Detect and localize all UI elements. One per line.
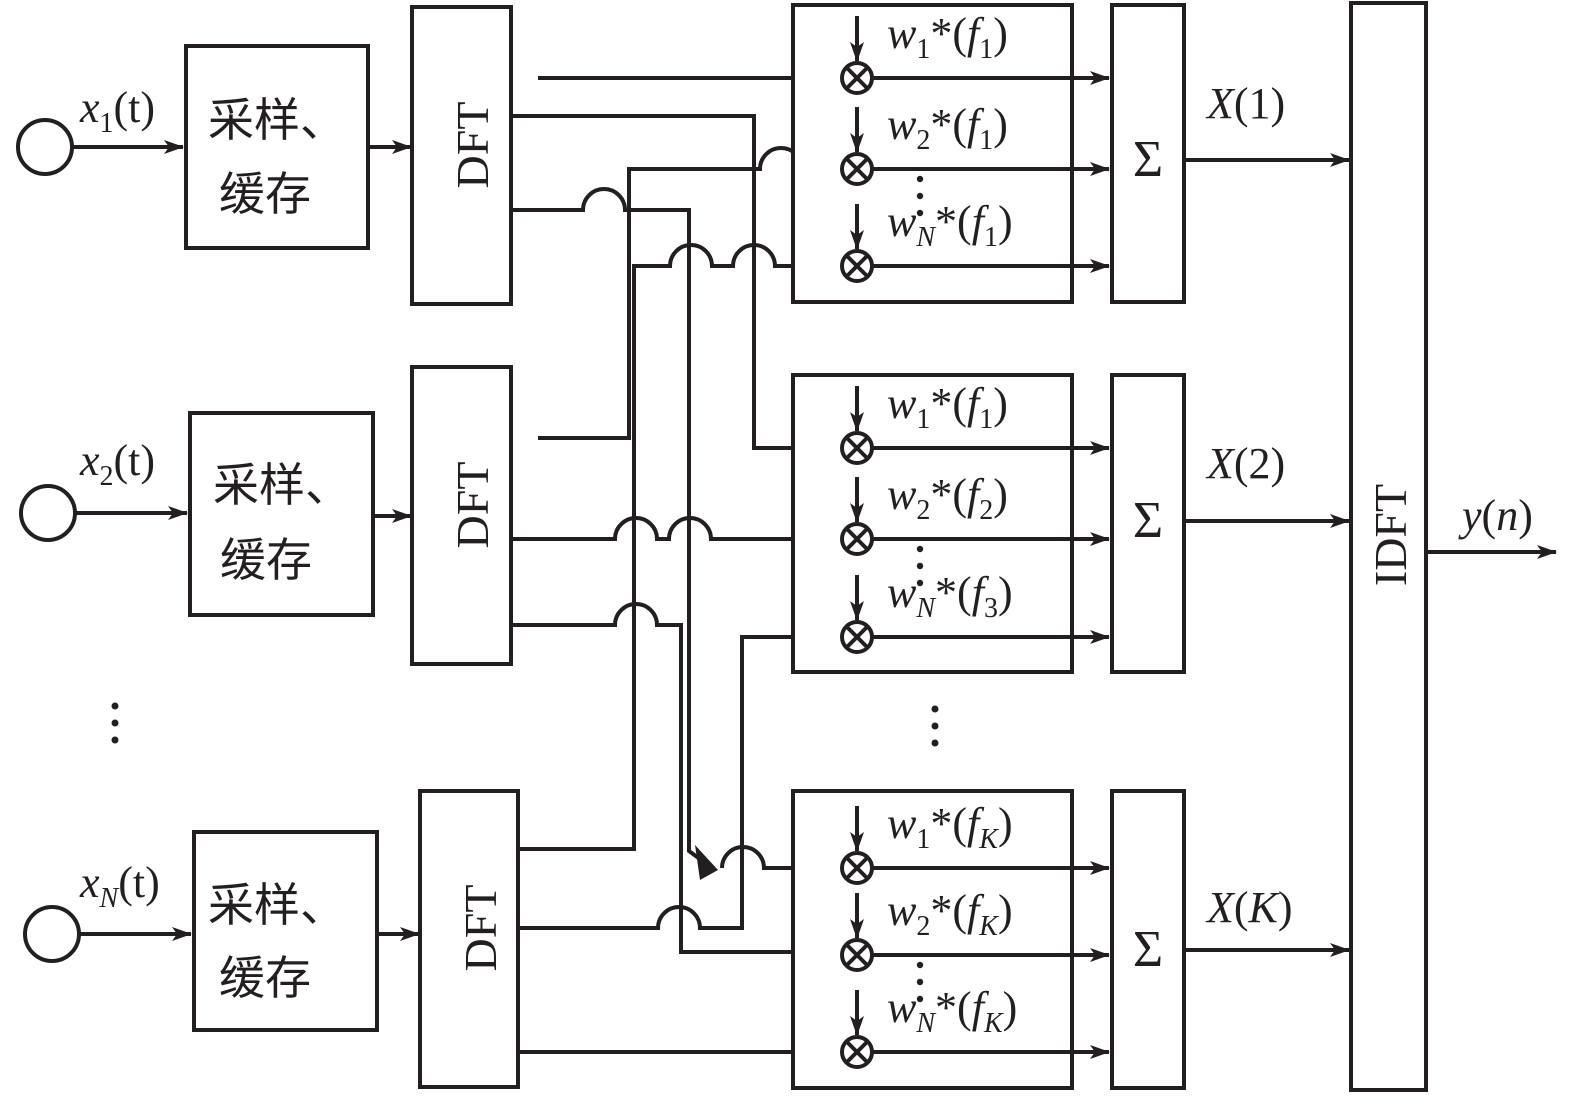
multiplier-cross	[845, 1040, 869, 1064]
sampler-label-na: 采样、	[208, 878, 346, 932]
wire-ch1-bin2	[511, 114, 841, 455]
dft-block-n	[418, 789, 520, 1089]
row-ellipsis-dot	[916, 562, 924, 570]
signal-label-1: x1(t)	[79, 83, 155, 139]
channel-n: xN(t) 采样、 缓存 DFT	[23, 789, 520, 1089]
channel-2: x2(t) 采样、 缓存 DFT	[19, 365, 513, 666]
wire-chN-bin1	[518, 243, 841, 851]
idft-block	[1349, 1, 1428, 1092]
sampler-block-n	[192, 830, 379, 1032]
weight-label: w2*(f2)	[887, 470, 1008, 526]
idft-stage: IDFT y(n)	[1349, 1, 1557, 1092]
weight-block-3	[791, 789, 1074, 1090]
dft-block-1	[410, 5, 513, 306]
sampler-label-2a: 采样、	[213, 458, 351, 512]
multiplier-cross	[845, 943, 869, 967]
row-ellipsis-dot	[916, 545, 924, 553]
sum-block-3	[1110, 789, 1186, 1090]
weight-block-1	[791, 3, 1074, 304]
sensor-n-icon	[23, 905, 81, 963]
sum-block-2	[1110, 373, 1186, 674]
wire-ch2-bin2	[511, 516, 841, 546]
weight-label: wN*(f1)	[887, 197, 1013, 253]
multiplier-cross	[845, 66, 869, 90]
multiplier-cross	[845, 436, 869, 460]
output-label: y(n)	[1458, 491, 1533, 540]
dft-label-1: DFT	[447, 102, 498, 189]
row-ellipsis-dot	[916, 175, 924, 183]
wire-ch1-binK-arrowhead	[695, 845, 718, 880]
sum-block-1	[1110, 3, 1186, 304]
multiplier-cross	[845, 157, 869, 181]
dft-label-n: DFT	[455, 885, 506, 972]
row-ellipsis-dot	[916, 579, 924, 587]
bin-output-label: X(1)	[1205, 79, 1285, 128]
multiplier-cross	[845, 856, 869, 880]
bin-ellipsis	[931, 705, 939, 747]
channel-1: x1(t) 采样、 缓存 DFT	[16, 5, 513, 306]
bin-output-label: X(K)	[1205, 883, 1293, 932]
multiplier-cross	[845, 625, 869, 649]
sensor-1-icon	[16, 118, 74, 176]
multiplier-cross	[845, 254, 869, 278]
dft-label-2: DFT	[447, 462, 498, 549]
sampler-label-2b: 缓存	[220, 533, 312, 587]
weight-label: wN*(f3)	[887, 568, 1013, 624]
wire-binK-mult1-input	[720, 845, 840, 870]
weight-label: w1*(fK)	[887, 799, 1013, 855]
signal-label-2: x2(t)	[79, 436, 155, 492]
wire-ch1-binK	[511, 187, 714, 870]
sampler-label-1a: 采样、	[208, 93, 346, 147]
weight-label: w2*(fK)	[887, 886, 1013, 942]
sampler-label-nb: 缓存	[219, 951, 311, 1005]
sensor-2-icon	[19, 484, 77, 542]
row-ellipsis-dot	[916, 209, 924, 217]
idft-label: IDFT	[1365, 484, 1416, 586]
bin-output-label: X(2)	[1205, 439, 1285, 488]
bin-group-2: w1*(f1) w2*(f2) wN*(f3) Σ X(2)	[791, 373, 1350, 674]
weight-label: w1*(f1)	[887, 379, 1008, 435]
wire-chN-bin2	[518, 630, 841, 930]
sum-symbol: Σ	[1133, 492, 1163, 549]
sampler-block-2	[188, 411, 375, 617]
weight-block-2	[791, 373, 1074, 674]
row-ellipsis-dot	[916, 961, 924, 969]
weight-label: wN*(fK)	[887, 983, 1017, 1039]
bin-group-3: w1*(fK) w2*(fK) wN*(fK) Σ X(K)	[791, 789, 1350, 1090]
frequency-bins: w1*(f1)w2*(f1)wN*(f1)ΣX(1)w1*(f1)w2*(f2)…	[791, 3, 1350, 1090]
wire-ch2-binK	[511, 602, 841, 959]
sum-symbol: Σ	[1133, 921, 1163, 978]
weight-label: w1*(f1)	[887, 9, 1008, 65]
multiplier-cross	[845, 527, 869, 551]
bin-group-1: w1*(f1)w2*(f1)wN*(f1)ΣX(1)	[791, 3, 1350, 304]
sum-symbol: Σ	[1133, 131, 1163, 188]
row-ellipsis-dot	[916, 978, 924, 986]
row-ellipsis-dot	[916, 995, 924, 1003]
routing-wires	[511, 71, 841, 1059]
sampler-label-1b: 缓存	[219, 167, 311, 221]
dft-block-2	[410, 365, 513, 666]
signal-label-n: xN(t)	[79, 858, 160, 914]
row-ellipsis-dot	[916, 192, 924, 200]
channel-ellipsis	[111, 702, 119, 744]
